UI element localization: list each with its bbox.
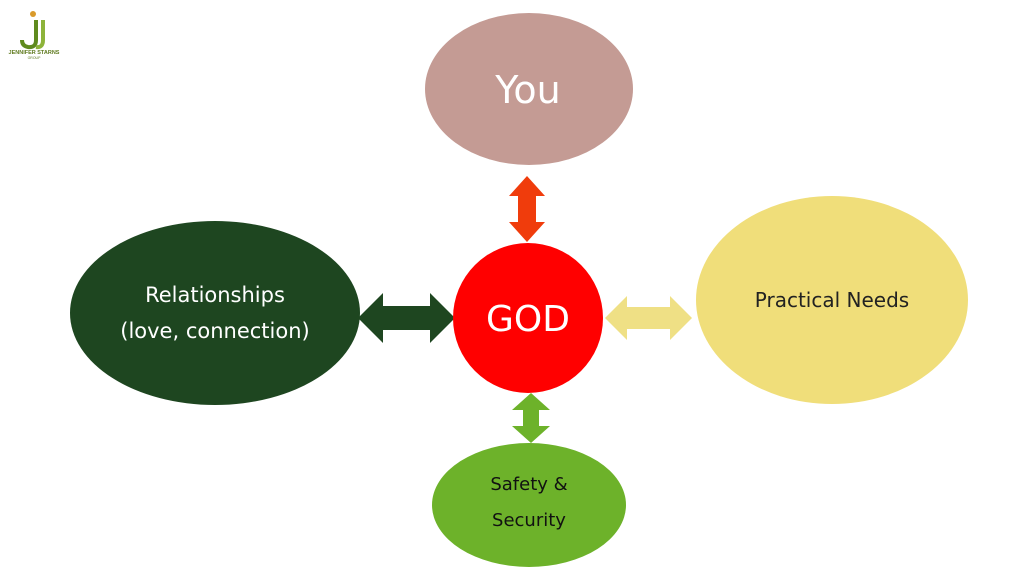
node-practical-needs-label: Practical Needs xyxy=(755,288,909,312)
node-relationships-line1: Relationships xyxy=(145,283,285,307)
arrow-safety-god xyxy=(512,393,550,443)
node-safety xyxy=(432,443,626,567)
node-god-label: GOD xyxy=(486,299,570,340)
node-god xyxy=(453,243,603,393)
arrow-practical-god xyxy=(605,296,692,340)
arrow-relationships-god xyxy=(358,293,455,343)
node-practical-needs xyxy=(696,196,968,404)
node-relationships-line2: (love, connection) xyxy=(120,319,309,343)
node-you-label: You xyxy=(494,68,561,112)
node-safety-line1: Safety & xyxy=(490,474,567,495)
node-relationships xyxy=(70,221,360,405)
arrow-you-god xyxy=(509,176,545,242)
node-safety-line2: Security xyxy=(492,510,566,531)
node-you xyxy=(425,13,633,165)
logo-subtext: GROUP xyxy=(28,56,42,60)
logo: JENNIFER STARNS GROUP xyxy=(9,11,60,60)
logo-text: JENNIFER STARNS xyxy=(9,50,60,56)
